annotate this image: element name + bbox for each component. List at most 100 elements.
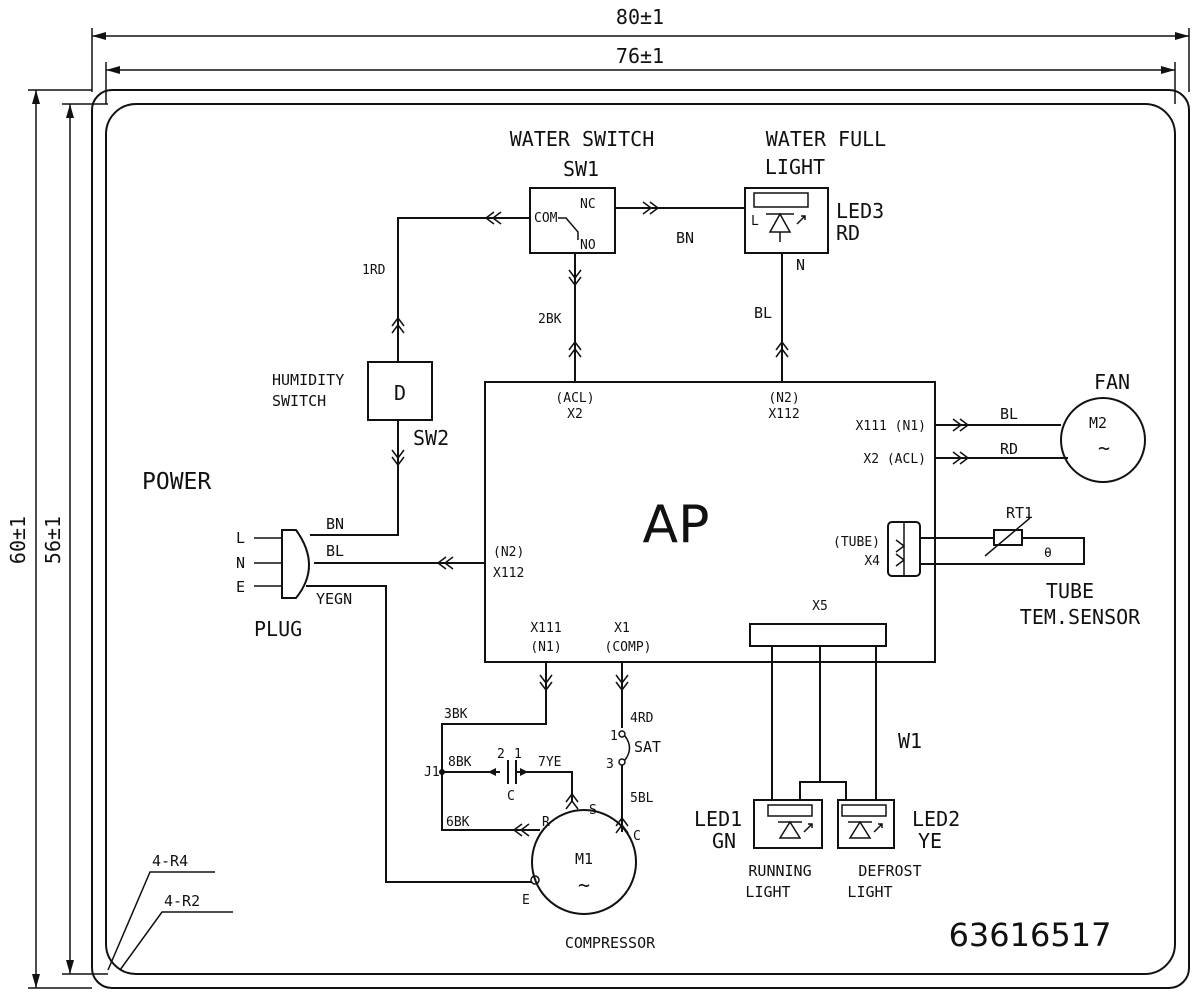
fan-symbol: ~	[1098, 436, 1110, 460]
plug-l: L	[236, 529, 245, 547]
wire-3bk-label: 3BK	[444, 707, 468, 722]
compressor-motor-icon	[531, 809, 637, 915]
compressor-symbol: ~	[578, 873, 590, 897]
humidity-switch-symbol: D	[394, 381, 406, 405]
wire-3bk-6bk	[441, 662, 547, 831]
wire-8bk-label: 8BK	[448, 755, 472, 770]
plug-pins	[254, 537, 282, 587]
dimension-lines	[28, 28, 1190, 989]
ap-port-bot2-2: (COMP)	[605, 640, 652, 655]
wire-w1	[771, 646, 877, 800]
plug-e: E	[236, 578, 245, 596]
humidity-switch-box	[367, 361, 433, 421]
wire-bn-plug-label: BN	[326, 515, 344, 533]
compressor-earth-terminal	[530, 875, 540, 885]
wire-bn-plug	[310, 420, 399, 536]
sat-p3: 3	[606, 757, 614, 772]
humidity-switch-id: SW2	[413, 426, 449, 450]
led1-title-1: RUNNING	[748, 862, 811, 880]
water-switch-id: SW1	[563, 157, 599, 181]
fan-motor-icon	[1060, 397, 1146, 483]
wire-rd-fan-label: RD	[1000, 440, 1018, 458]
water-full-title-1: WATER FULL	[766, 127, 886, 151]
led3-color: RD	[836, 221, 860, 245]
ap-port-acl-2: X2	[567, 407, 583, 422]
fan-id: M2	[1089, 414, 1107, 432]
dim-inner-width: 76±1	[616, 44, 664, 68]
j1-label: J1	[424, 765, 440, 780]
led3-top-bar	[753, 192, 809, 208]
capacitor-p2: 2	[497, 747, 505, 762]
led3-box	[744, 187, 829, 254]
sensor-wires	[920, 537, 1085, 565]
compressor-c: C	[633, 829, 641, 844]
led1-id: LED1	[694, 807, 742, 831]
humidity-title-1: HUMIDITY	[272, 371, 344, 389]
dim-outer-height: 60±1	[6, 516, 30, 564]
wire-5bl-label: 5BL	[630, 791, 654, 806]
dim-outer-width: 80±1	[616, 5, 664, 29]
rt1-id: RT1	[1006, 504, 1033, 522]
water-switch-contact	[558, 217, 579, 240]
sat-switch-icon	[618, 730, 631, 766]
ap-port-bot2-1: X1	[614, 621, 630, 636]
led2-color: YE	[918, 829, 942, 853]
ap-port-acl-1: (ACL)	[555, 391, 594, 406]
led3-n-pin: N	[796, 256, 805, 274]
led2-title-1: DEFROST	[858, 862, 921, 880]
water-switch-no: NO	[580, 238, 596, 253]
ap-port-tube-2: X4	[864, 554, 880, 569]
wire-bl-plug-label: BL	[326, 542, 344, 560]
capacitor-p1: 1	[514, 747, 522, 762]
w1-label: W1	[898, 729, 922, 753]
ap-port-n2-1: (N2)	[768, 391, 799, 406]
ap-port-left-2: X112	[493, 566, 524, 581]
water-switch-nc: NC	[580, 197, 596, 212]
inner-border	[105, 103, 1176, 975]
water-switch-title: WATER SWITCH	[510, 127, 655, 151]
compressor-r: R	[542, 815, 550, 830]
led3-diode-icon	[766, 212, 806, 242]
sat-label: SAT	[634, 738, 661, 756]
compressor-id: M1	[575, 850, 593, 868]
led2-id: LED2	[912, 807, 960, 831]
sensor-title-2: TEM.SENSOR	[1020, 605, 1141, 629]
ap-label: AP	[643, 495, 710, 555]
led1-top-bar	[767, 804, 813, 817]
led2-title-2: LIGHT	[847, 883, 892, 901]
ap-port-x2: X2 (ACL)	[863, 452, 926, 467]
outer-border	[91, 89, 1190, 989]
wire-6bk-label: 6BK	[446, 815, 470, 830]
wire-7ye-label: 7YE	[538, 755, 561, 770]
wire-bl-fan-label: BL	[1000, 405, 1018, 423]
j1-junction	[439, 769, 445, 775]
led2-diode-icon	[848, 820, 883, 839]
rt1-theta: θ	[1044, 546, 1052, 561]
wire-yegn-label: YEGN	[316, 590, 352, 608]
compressor-s: S	[589, 803, 597, 818]
ap-port-bot1-2: (N1)	[530, 640, 561, 655]
plug-n: N	[236, 554, 245, 572]
led1-diode-icon	[778, 820, 813, 839]
ap-board	[484, 381, 936, 663]
ap-port-tube-1: (TUBE)	[833, 535, 880, 550]
fan-title: FAN	[1094, 370, 1130, 394]
ap-port-x111: X111 (N1)	[856, 419, 926, 434]
led3-l-pin: L	[751, 214, 759, 229]
ap-port-x5: X5	[812, 599, 828, 614]
compressor-title: COMPRESSOR	[565, 934, 656, 952]
humidity-title-2: SWITCH	[272, 392, 326, 410]
led1-title-2: LIGHT	[745, 883, 790, 901]
led2-top-bar	[841, 804, 887, 817]
sensor-title-1: TUBE	[1046, 579, 1094, 603]
radius-leader-inner	[119, 911, 233, 971]
ap-port-n2-2: X112	[768, 407, 799, 422]
radius-leader-outer	[107, 871, 215, 971]
wire-bn-top-label: BN	[676, 229, 694, 247]
plug-icon	[281, 529, 310, 599]
radius-outer-label: 4-R4	[152, 852, 188, 870]
water-switch-com: COM	[534, 211, 558, 226]
wire-2bk-label: 2BK	[538, 312, 562, 327]
sat-p1: 1	[610, 729, 618, 744]
